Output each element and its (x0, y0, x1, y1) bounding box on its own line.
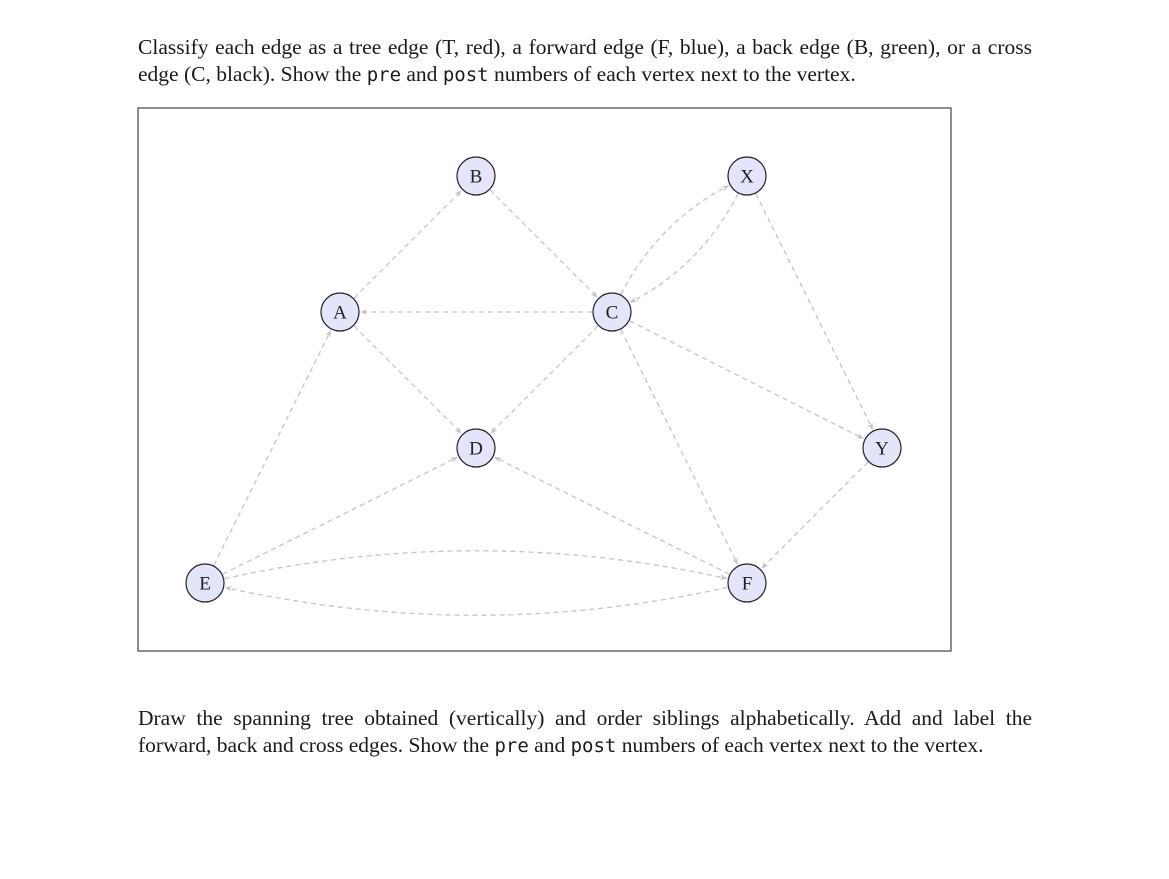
node-d: D (456, 428, 496, 468)
classify-text-1: Classify each edge as a tree edge (T, re… (138, 35, 1032, 86)
edge-f-to-e (224, 586, 728, 616)
node-b: B (456, 156, 496, 196)
edge-c-to-d (490, 325, 599, 434)
node-circle (456, 156, 496, 196)
edge-x-to-y (755, 193, 874, 430)
edge-c-to-y (629, 320, 864, 440)
post-code: post (442, 63, 489, 86)
edge-c-to-x (620, 185, 729, 295)
node-y: Y (862, 428, 902, 468)
post-code: post (570, 734, 617, 757)
node-label: X (740, 167, 754, 188)
node-e: E (185, 563, 225, 603)
classify-text-3: numbers of each vertex next to the verte… (488, 61, 856, 86)
classify-instructions: Classify each edge as a tree edge (T, re… (138, 34, 1032, 88)
nodes-layer: A B C X D Y E F (185, 156, 902, 603)
node-circle (185, 563, 225, 603)
edge-f-to-d (494, 456, 730, 575)
node-label: Y (875, 439, 889, 460)
node-label: A (333, 303, 347, 324)
node-circle (727, 563, 767, 603)
spanning-text-2: and (528, 732, 571, 757)
edges-layer (213, 185, 874, 616)
edge-c-to-f (620, 329, 739, 565)
spanning-tree-instructions: Draw the spanning tree obtained (vertica… (138, 705, 1032, 759)
spanning-text-1: Draw the spanning tree obtained (vertica… (138, 706, 1032, 757)
edge-e-to-d (222, 456, 458, 575)
edge-a-to-d (353, 325, 462, 434)
edge-e-to-f (224, 550, 728, 580)
pre-code: pre (494, 734, 529, 757)
node-circle (592, 292, 632, 332)
graph-frame-border (137, 107, 952, 652)
node-a: A (320, 292, 360, 332)
node-label: F (742, 574, 753, 595)
spanning-text-3: numbers of each vertex next to the verte… (616, 732, 984, 757)
node-circle (320, 292, 360, 332)
classify-text-2: and (401, 61, 443, 86)
edge-y-to-f (761, 461, 869, 569)
node-circle (862, 428, 902, 468)
edge-e-to-a (213, 330, 332, 566)
edge-a-to-b (353, 190, 462, 299)
node-f: F (727, 563, 767, 603)
edge-x-to-c (630, 193, 739, 303)
node-x: X (727, 156, 767, 196)
node-label: C (606, 303, 619, 324)
node-label: D (469, 439, 483, 460)
pre-code: pre (366, 63, 402, 86)
node-label: E (199, 574, 211, 595)
node-c: C (592, 292, 632, 332)
node-label: B (470, 167, 483, 188)
node-circle (456, 428, 496, 468)
edge-b-to-c (489, 189, 598, 298)
node-circle (727, 156, 767, 196)
